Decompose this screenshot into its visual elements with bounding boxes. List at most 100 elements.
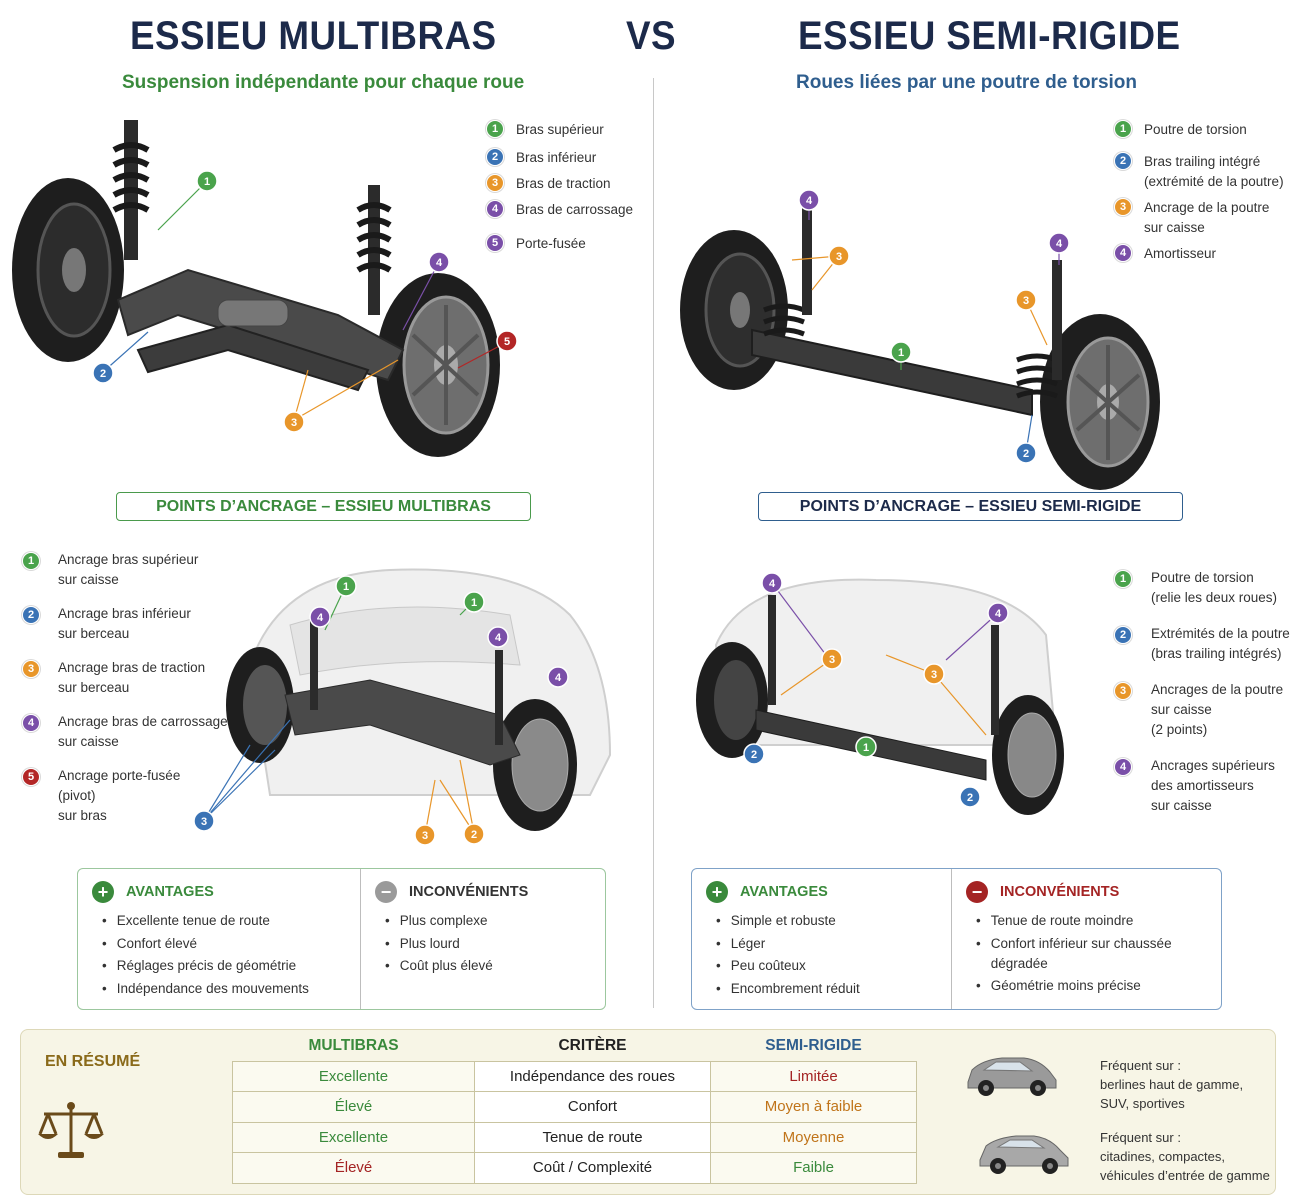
svg-text:4: 4 xyxy=(495,632,502,644)
anchor-line: Extrémités de la poutre xyxy=(1151,626,1290,641)
cons-list: Plus complexe Plus lourd Coût plus élevé xyxy=(375,911,591,976)
car-note-line: berlines haut de gamme, xyxy=(1100,1077,1244,1092)
table-cell: Élevé xyxy=(232,1091,475,1123)
table-row: Excellente Indépendance des roues Limité… xyxy=(232,1060,917,1092)
svg-text:1: 1 xyxy=(471,597,477,609)
legend-label: Amortisseur xyxy=(1144,246,1217,261)
semirigid-anchor-header: POINTS D’ANCRAGE – ESSIEU SEMI-RIGIDE xyxy=(758,492,1183,521)
badge-4: 4 xyxy=(22,714,40,732)
svg-text:3: 3 xyxy=(201,816,207,828)
legend-line: Ancrage de la poutre xyxy=(1144,200,1270,215)
semirigid-subtitle: Roues liées par une poutre de torsion xyxy=(796,72,1138,93)
table-row: Excellente Tenue de route Moyenne xyxy=(232,1121,917,1153)
badge-4: 4 xyxy=(1114,244,1132,262)
badge-2: 2 xyxy=(486,148,504,166)
svg-text:3: 3 xyxy=(291,417,297,429)
scale-icon xyxy=(38,1102,104,1158)
badge-3: 3 xyxy=(22,660,40,678)
badge-1: 1 xyxy=(1114,570,1132,588)
svg-text:2: 2 xyxy=(471,829,477,841)
svg-text:5: 5 xyxy=(504,336,510,348)
summary-title: EN RÉSUMÉ xyxy=(45,1053,141,1070)
cons-list: Tenue de route moindre Confort inférieur… xyxy=(966,911,1196,996)
badge-3: 3 xyxy=(1114,682,1132,700)
compact-car-icon xyxy=(979,1135,1069,1174)
badge-5: 5 xyxy=(22,768,40,786)
list-item: Peu coûteux xyxy=(706,956,937,976)
legend-line: sur caisse xyxy=(1144,220,1205,235)
pros-title: AVANTAGES xyxy=(740,884,828,900)
svg-text:3: 3 xyxy=(1023,295,1029,307)
table-cell: Élevé xyxy=(232,1152,475,1184)
svg-text:4: 4 xyxy=(806,195,813,207)
svg-text:1: 1 xyxy=(343,581,349,593)
pros-header: + AVANTAGES xyxy=(706,881,937,903)
svg-text:4: 4 xyxy=(317,612,324,624)
anchor-line: (bras trailing intégrés) xyxy=(1151,646,1282,661)
semirigid-cons: −INCONVÉNIENTS Tenue de route moindre Co… xyxy=(951,869,1221,1009)
list-item: Excellente tenue de route xyxy=(92,911,346,931)
svg-text:3: 3 xyxy=(422,830,428,842)
semirigid-proscons: +AVANTAGES Simple et robuste Léger Peu c… xyxy=(691,868,1222,1010)
svg-text:3: 3 xyxy=(836,251,842,263)
anchor-line: sur caisse xyxy=(58,572,119,587)
svg-text:1: 1 xyxy=(863,742,869,754)
anchor-label: Extrémités de la poutre (bras trailing in… xyxy=(1151,624,1290,664)
anchor-line: sur berceau xyxy=(58,680,130,695)
anchor-line: sur berceau xyxy=(58,626,130,641)
legend-label: Bras inférieur xyxy=(516,150,597,165)
plus-icon: + xyxy=(706,881,728,903)
anchor-line: (2 points) xyxy=(1151,722,1208,737)
col-header-criterion: CRITÈRE xyxy=(558,1036,627,1054)
pros-title: AVANTAGES xyxy=(126,884,214,900)
badge-2: 2 xyxy=(1114,626,1132,644)
svg-text:1: 1 xyxy=(898,347,904,359)
badge-1: 1 xyxy=(22,552,40,570)
anchor-item: 2 Extrémités de la poutre (bras trailing i… xyxy=(1114,624,1290,664)
list-item: Confort élevé xyxy=(92,934,346,954)
anchor-line: Ancrage porte-fusée xyxy=(58,768,181,783)
center-divider xyxy=(653,78,654,1008)
table-cell: Excellente xyxy=(232,1121,475,1153)
anchor-line: sur caisse xyxy=(58,734,119,749)
minus-icon: − xyxy=(966,881,988,903)
anchor-line: Ancrage bras de carrossage xyxy=(58,714,228,729)
badge-4: 4 xyxy=(1114,758,1132,776)
table-cell: Limitée xyxy=(710,1060,917,1092)
list-item: Encombrement réduit xyxy=(706,979,937,999)
legend-label: Bras de traction xyxy=(516,176,611,191)
svg-text:3: 3 xyxy=(931,669,937,681)
badge-2: 2 xyxy=(22,606,40,624)
table-cell: Tenue de route xyxy=(474,1121,711,1153)
svg-text:2: 2 xyxy=(100,368,106,380)
anchor-label: Poutre de torsion(relie les deux roues) xyxy=(1151,568,1277,608)
comparison-table: MULTIBRAS CRITÈRE SEMI-RIGIDE Excellente… xyxy=(232,1031,917,1184)
table-cell: Moyen à faible xyxy=(710,1091,917,1123)
list-item: Confort inférieur sur chaussée dégradée xyxy=(966,934,1196,974)
plus-icon: + xyxy=(92,881,114,903)
car1-note: Fréquent sur : berlines haut de gamme, S… xyxy=(1100,1056,1243,1113)
cons-header: −INCONVÉNIENTS xyxy=(966,881,1207,903)
legend-label: Poutre de torsion xyxy=(1144,122,1247,137)
car-note-line: véhicules d’entrée de gamme xyxy=(1100,1168,1270,1183)
svg-text:4: 4 xyxy=(995,608,1002,620)
col-header-semirigid: SEMI-RIGIDE xyxy=(765,1036,862,1054)
svg-text:2: 2 xyxy=(751,749,757,761)
table-cell: Faible xyxy=(710,1152,917,1184)
semirigid-anchors-list: 1 Poutre de torsion(relie les deux roues)… xyxy=(1114,568,1290,825)
list-item: Plus lourd xyxy=(375,934,591,954)
minus-icon: − xyxy=(375,881,397,903)
svg-text:2: 2 xyxy=(1023,448,1029,460)
multilink-anchor-header: POINTS D’ANCRAGE – ESSIEU MULTIBRAS xyxy=(116,492,531,521)
multilink-proscons: + AVANTAGES Excellente tenue de route Con… xyxy=(77,868,606,1010)
table-row: Élevé Confort Moyen à faible xyxy=(232,1091,917,1123)
